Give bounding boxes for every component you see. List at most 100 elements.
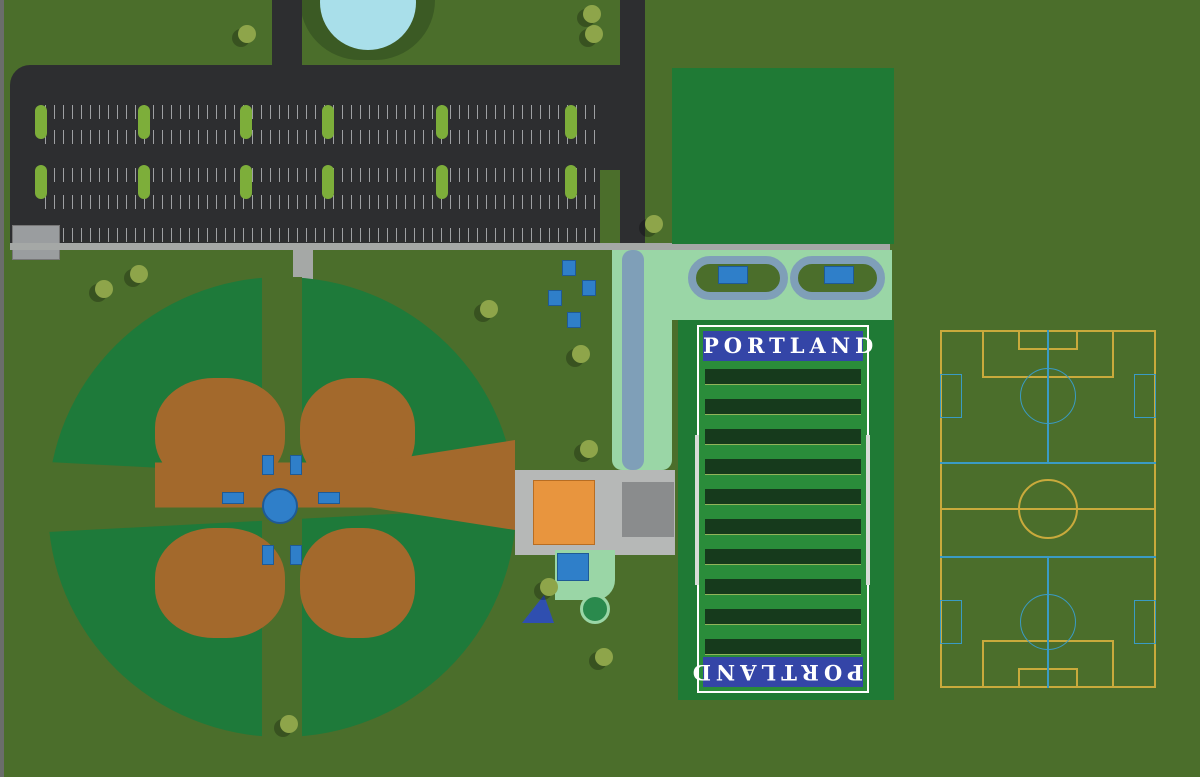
tree (130, 265, 148, 283)
parking-stall-line (387, 228, 388, 242)
parking-stall-line (108, 228, 109, 242)
parking-stall-line (360, 195, 361, 209)
parking-stall-line (477, 228, 478, 242)
parking-stall-line (126, 130, 127, 144)
parking-stall-line (432, 168, 433, 182)
parking-island (322, 105, 334, 139)
parking-stall-line (54, 130, 55, 144)
field-stripe (705, 519, 861, 534)
parking-stall-line (225, 228, 226, 242)
parking-stall-line (423, 168, 424, 182)
small-field-line (940, 462, 1156, 464)
parking-stall-line (81, 228, 82, 242)
parking-stall-line (351, 168, 352, 182)
parking-stall-line (351, 228, 352, 242)
parking-stall-line (405, 228, 406, 242)
parking-stall-line (540, 228, 541, 242)
parking-island (565, 165, 577, 199)
parking-stall-line (567, 228, 568, 242)
parking-stall-line (495, 228, 496, 242)
parking-stall-line (279, 105, 280, 119)
parking-stall-line (189, 168, 190, 182)
yard-line (705, 564, 861, 565)
parking-stall-line (405, 195, 406, 209)
parking-stall-line (540, 168, 541, 182)
football-field: PORTLAND PORTLAND (688, 325, 873, 693)
parking-stall-line (90, 195, 91, 209)
bottom-endzone: PORTLAND (688, 657, 863, 687)
parking-stall-line (198, 105, 199, 119)
tree (583, 5, 601, 23)
parking-stall-line (306, 168, 307, 182)
parking-stall-line (153, 228, 154, 242)
parking-stall-line (549, 105, 550, 119)
parking-stall-line (531, 130, 532, 144)
parking-stall-line (522, 130, 523, 144)
parking-stall-line (126, 228, 127, 242)
parking-stall-line (378, 105, 379, 119)
parking-stall-line (495, 168, 496, 182)
parking-stall-line (369, 228, 370, 242)
practice-field (672, 68, 894, 244)
parking-stall-line (63, 105, 64, 119)
parking-stall-line (405, 168, 406, 182)
small-field-box (1134, 600, 1156, 644)
parking-stall-line (306, 130, 307, 144)
parking-stall-line (540, 195, 541, 209)
dugout (290, 545, 302, 565)
parking-island (35, 165, 47, 199)
parking-stall-line (234, 168, 235, 182)
parking-stall-line (171, 228, 172, 242)
parking-stall-line (135, 228, 136, 242)
parking-island (436, 105, 448, 139)
parking-stall-line (198, 130, 199, 144)
parking-stall-line (135, 168, 136, 182)
parking-stall-line (207, 195, 208, 209)
parking-stall-line (135, 130, 136, 144)
parking-stall-line (459, 105, 460, 119)
parking-island (35, 105, 47, 139)
parking-stall-line (513, 228, 514, 242)
parking-stall-line (477, 130, 478, 144)
parking-stall-line (585, 130, 586, 144)
sideline-left (695, 435, 699, 585)
parking-stall-line (342, 168, 343, 182)
parking-stall-line (405, 130, 406, 144)
parking-stall-line (207, 130, 208, 144)
parking-stall-line (261, 195, 262, 209)
playground-shelter (557, 553, 589, 581)
parking-stall-line (504, 105, 505, 119)
field-stripe (705, 579, 861, 594)
parking-stall-line (72, 228, 73, 242)
field-stripe (705, 609, 861, 624)
parking-stall-line (342, 130, 343, 144)
parking-stall-line (450, 168, 451, 182)
parking-stall-line (585, 195, 586, 209)
top-endzone: PORTLAND (703, 331, 873, 361)
parking-stall-line (72, 130, 73, 144)
parking-island (436, 165, 448, 199)
field-stripe (705, 399, 861, 414)
parking-stall-line (423, 130, 424, 144)
parking-stall-line (594, 195, 595, 209)
parking-stall-line (414, 195, 415, 209)
parking-stall-line (279, 228, 280, 242)
parking-stall-line (153, 105, 154, 119)
parking-stall-line (396, 195, 397, 209)
parking-stall-line (468, 195, 469, 209)
parking-stall-line (99, 105, 100, 119)
parking-stall-line (441, 228, 442, 242)
parking-stall-line (540, 130, 541, 144)
parking-stall-line (45, 195, 46, 209)
parking-stall-line (108, 105, 109, 119)
parking-stall-line (369, 168, 370, 182)
parking-stall-line (117, 228, 118, 242)
parking-stall-line (513, 130, 514, 144)
parking-stall-line (594, 228, 595, 242)
parking-stall-line (180, 168, 181, 182)
parking-stall-line (81, 130, 82, 144)
parking-stall-line (135, 195, 136, 209)
parking-stall-line (90, 130, 91, 144)
parking-stall-line (153, 195, 154, 209)
parking-stall-line (342, 228, 343, 242)
